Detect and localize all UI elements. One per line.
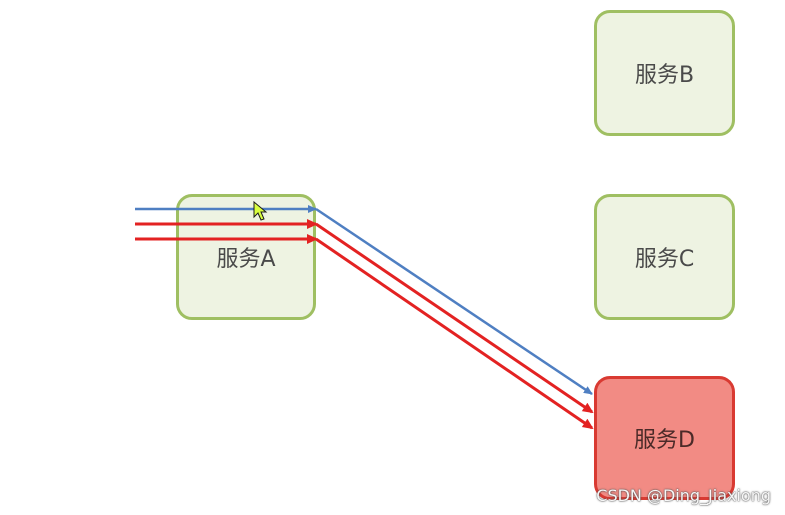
service-d-label: 服务D [634, 428, 695, 453]
watermark-text: CSDN @Ding_Jiaxiong [596, 486, 771, 505]
service-a-label: 服务A [216, 247, 276, 272]
service-b-label: 服务B [634, 63, 695, 88]
service-d-node: 服务D [594, 376, 735, 500]
service-a-node: 服务A [176, 194, 316, 320]
service-c-label: 服务C [634, 247, 695, 272]
request-line-blue-2 [315, 207, 593, 396]
request-line-red-a2 [315, 222, 594, 414]
service-b-node: 服务B [594, 10, 735, 136]
request-line-red-b2 [315, 237, 594, 430]
service-c-node: 服务C [594, 194, 735, 320]
